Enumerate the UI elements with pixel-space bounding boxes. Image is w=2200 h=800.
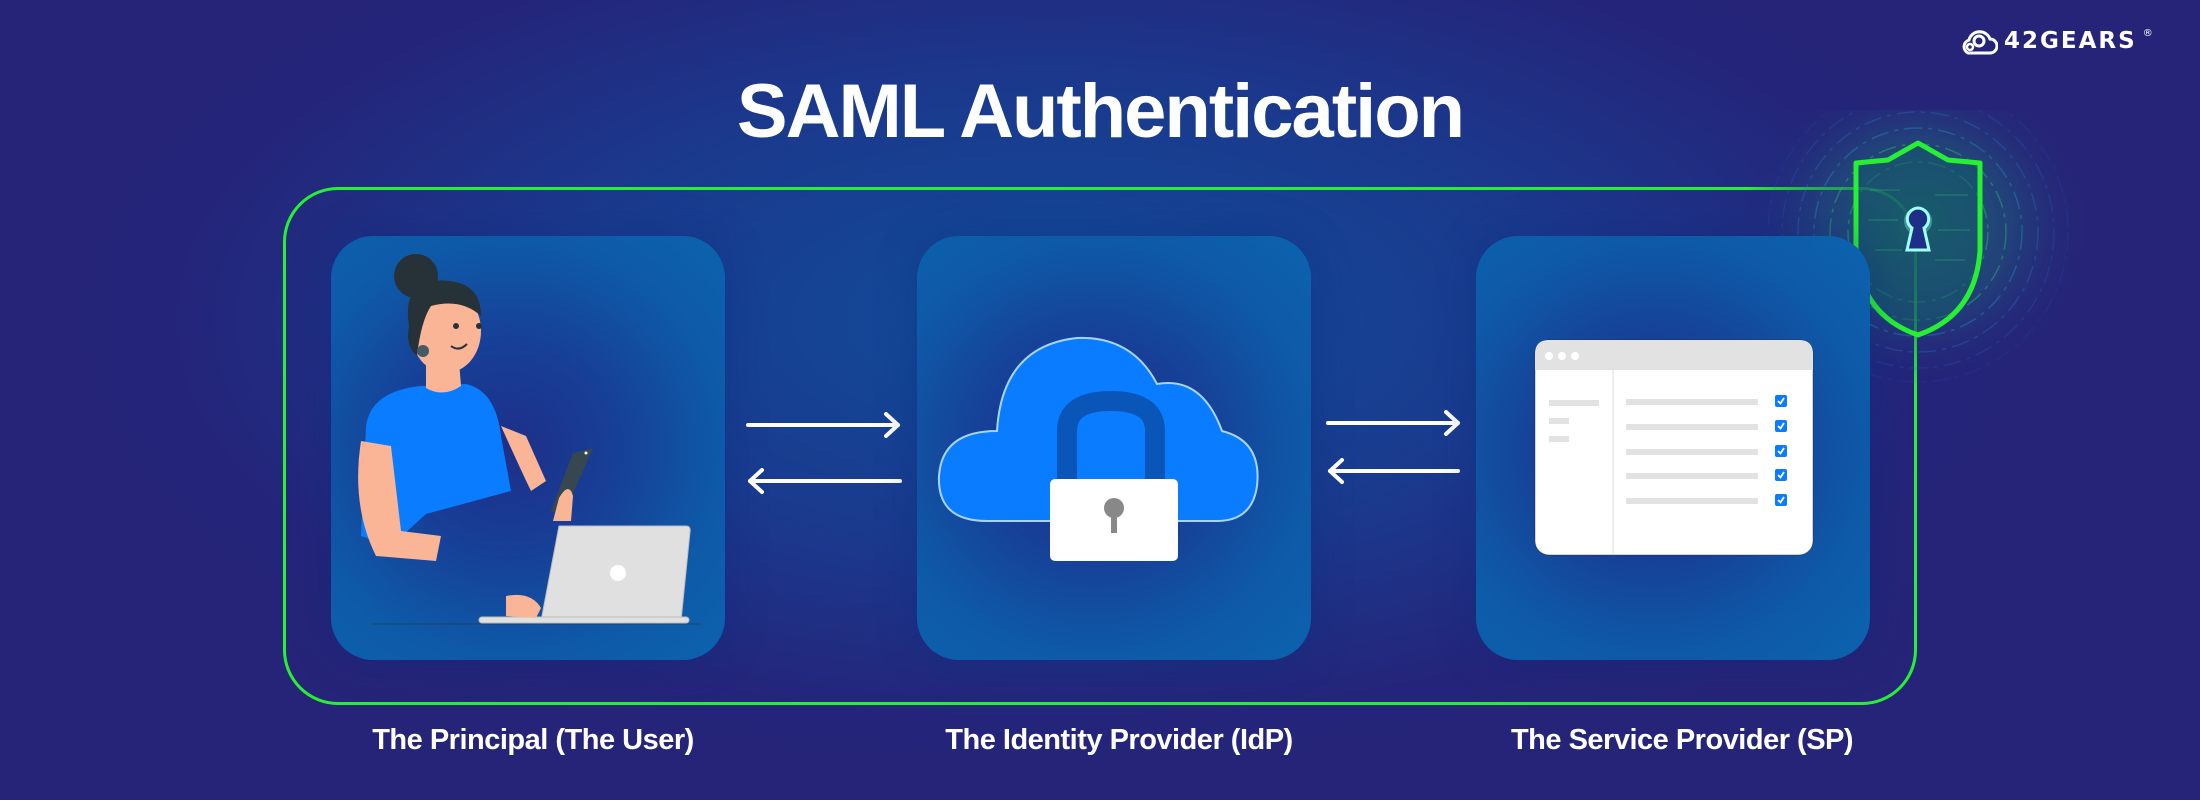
idp-label: The Identity Provider (IdP)	[945, 724, 1293, 756]
sp-label: The Service Provider (SP)	[1510, 724, 1854, 756]
exchange-arrows-principal-idp	[746, 412, 902, 494]
browser-checklist-icon	[1534, 339, 1814, 556]
woman-with-laptop-icon	[358, 254, 701, 625]
gears-cloud-icon	[1962, 30, 1998, 55]
exchange-arrows-idp-sp	[1326, 410, 1460, 484]
principal-card	[331, 236, 725, 660]
page-title: SAML Authentication	[736, 69, 1465, 154]
sp-card	[1476, 236, 1870, 660]
cloud-padlock-icon	[937, 336, 1259, 561]
brand-name: 42GEARS	[2004, 28, 2137, 54]
brand-logo: 42GEARS ®	[1960, 27, 2153, 55]
principal-label: The Principal (The User)	[372, 724, 694, 756]
idp-card	[917, 236, 1311, 660]
flow-frame	[283, 187, 1917, 705]
registered-mark: ®	[2142, 27, 2153, 39]
